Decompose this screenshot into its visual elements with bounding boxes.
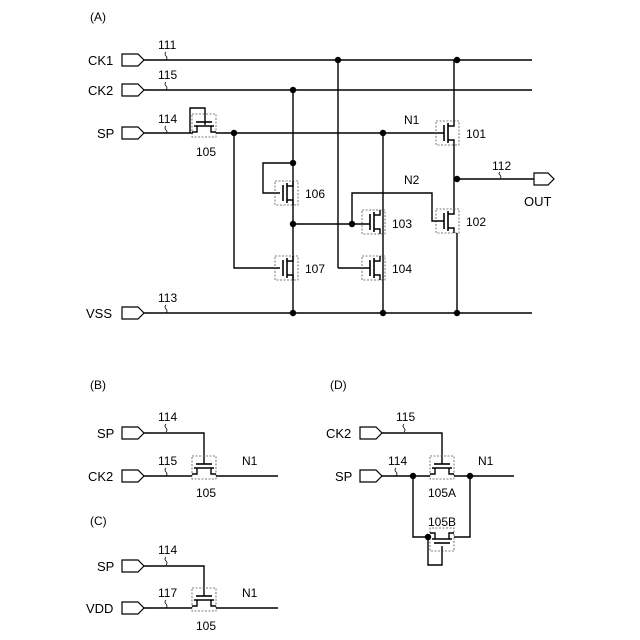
d-sp-pin	[360, 470, 382, 482]
c-wire-114-label: 114	[158, 543, 177, 557]
b-wire-115-label: 115	[158, 454, 177, 468]
wire-114-label: 114	[158, 112, 177, 126]
vss-pin	[122, 307, 144, 319]
t105-label: 105	[196, 145, 216, 159]
transistor-104	[362, 210, 385, 234]
out-label: OUT	[524, 194, 552, 209]
t102-label: 102	[466, 215, 486, 229]
node-n1-label: N1	[404, 113, 420, 127]
panel-d-label: (D)	[330, 378, 347, 392]
d-ck2-label: CK2	[326, 426, 351, 441]
c-sp-pin	[122, 560, 144, 572]
ck2-pin	[122, 84, 144, 96]
wire-112-label: 112	[492, 159, 511, 173]
b-sp-label: SP	[97, 426, 114, 441]
c-sp-label: SP	[97, 559, 114, 574]
d-t105b-label: 105B	[428, 515, 456, 529]
panel-a-label: (A)	[90, 10, 106, 24]
d-node-n1-label: N1	[478, 454, 494, 468]
panel-b: (B) SP CK2 114 115 N1 105	[88, 378, 278, 500]
t104-label: 103	[392, 217, 412, 231]
panel-a: (A) CK1 CK2 SP VSS 111 115 114 113 112 1…	[86, 10, 554, 321]
wire-113-label: 113	[158, 291, 177, 305]
node-n2-label: N2	[404, 173, 420, 187]
panel-c: (C) SP VDD 114 117 N1 105	[86, 514, 278, 633]
c-vdd-pin	[122, 602, 144, 614]
wire-115-label: 115	[158, 68, 177, 82]
b-wire-114-label: 114	[158, 410, 177, 424]
out-pin	[534, 173, 554, 185]
panel-c-label: (C)	[90, 514, 107, 528]
t107-label: 107	[305, 262, 325, 276]
d-t105a-label: 105A	[428, 486, 456, 500]
ck1-label: CK1	[88, 53, 113, 68]
ck1-pin	[122, 54, 144, 66]
vss-label: VSS	[86, 306, 112, 321]
d-wire-114-label: 114	[388, 454, 407, 468]
t101-label: 101	[466, 127, 486, 141]
d-sp-label: SP	[335, 469, 352, 484]
sp-label: SP	[97, 126, 114, 141]
t106-label: 106	[305, 187, 325, 201]
ck2-label: CK2	[88, 83, 113, 98]
c-t105-label: 105	[196, 619, 216, 633]
b-ck2-pin	[122, 470, 144, 482]
wire-111-label: 111	[158, 38, 177, 52]
panel-d: (D) CK2 SP 115 114 N1 105A 105B	[326, 378, 514, 565]
d-ck2-pin	[360, 427, 382, 439]
b-ck2-label: CK2	[88, 469, 113, 484]
transistor-105	[192, 114, 216, 137]
b-node-n1-label: N1	[242, 454, 258, 468]
sp-pin	[122, 127, 144, 139]
b-t105-label: 105	[196, 486, 216, 500]
b-sp-pin	[122, 427, 144, 439]
panel-b-label: (B)	[90, 378, 106, 392]
d-wire-115-label: 115	[396, 410, 415, 424]
t103-label: 104	[392, 262, 412, 276]
c-vdd-label: VDD	[86, 601, 113, 616]
c-wire-117-label: 117	[158, 586, 177, 600]
c-node-n1-label: N1	[242, 586, 258, 600]
